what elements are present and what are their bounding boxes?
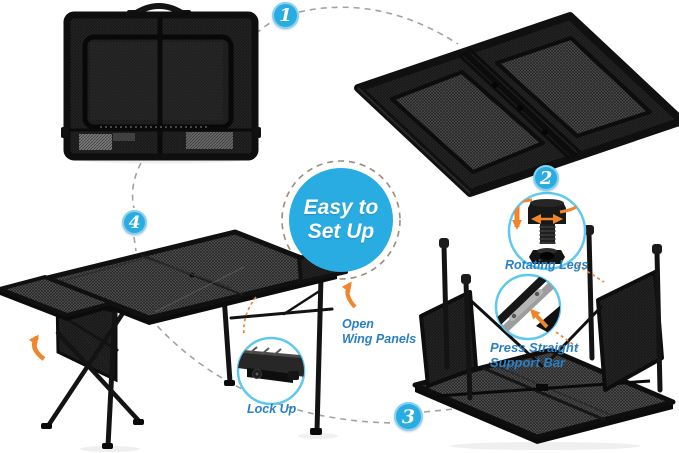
connector-step4-in [133,236,137,252]
inset-lock-up [236,336,306,406]
pointer-rotating-legs [576,264,605,283]
center-dashed-ring [281,160,401,280]
leg-feet [439,225,662,284]
inset-press-straight [494,273,562,341]
press-straight-line2: Support Bar [490,355,566,370]
open-wing-line1: Open [342,317,374,331]
pointer-lock-up [242,296,257,337]
table-legs [45,274,334,449]
wing-rotate-arrow-icon [341,281,357,309]
inset-rotating-legs [507,191,587,271]
lock-up-label: Lock Up [247,402,297,416]
open-wing-line2: Wing Panels [342,332,417,346]
rotating-legs-label: Rotating Legs [505,258,589,272]
connector-step1-to-step2 [298,6,459,45]
press-arrow-icon [529,308,549,329]
step-1-badge: 1 [272,2,299,29]
press-straight-line1: Press Straight [490,340,579,355]
leg-feet [41,380,322,449]
connector-step3-to-step4 [149,317,394,424]
folded-legs-rail [461,49,579,160]
orange-pointers [242,264,605,349]
step-3-badge: 3 [394,402,423,431]
table-legs [441,230,663,401]
photo-step4-assembled-table [0,229,348,449]
open-wing-label: Open Wing Panels [342,317,416,347]
press-straight-label: Press Straight Support Bar [490,340,578,370]
easy-setup-badge: Easy to Set Up [289,168,393,272]
step-4-badge: 4 [122,210,147,235]
wing-panel-left [0,275,114,317]
easy-setup-line1: Easy to [303,196,379,219]
photo-step2-unfolded-flat [354,12,679,197]
step-2-badge: 2 [533,165,559,191]
wing-rotate-arrow-icon [28,334,46,361]
wing-flip-arrows [28,281,357,361]
photo-step3-inverted-table [412,225,676,444]
photo-step1-folded-table [61,3,261,161]
easy-setup-line2: Set Up [307,220,375,243]
connector-step1-to-step4 [131,162,142,209]
wing-panel-right [596,270,664,392]
pointer-press-straight [555,331,579,349]
